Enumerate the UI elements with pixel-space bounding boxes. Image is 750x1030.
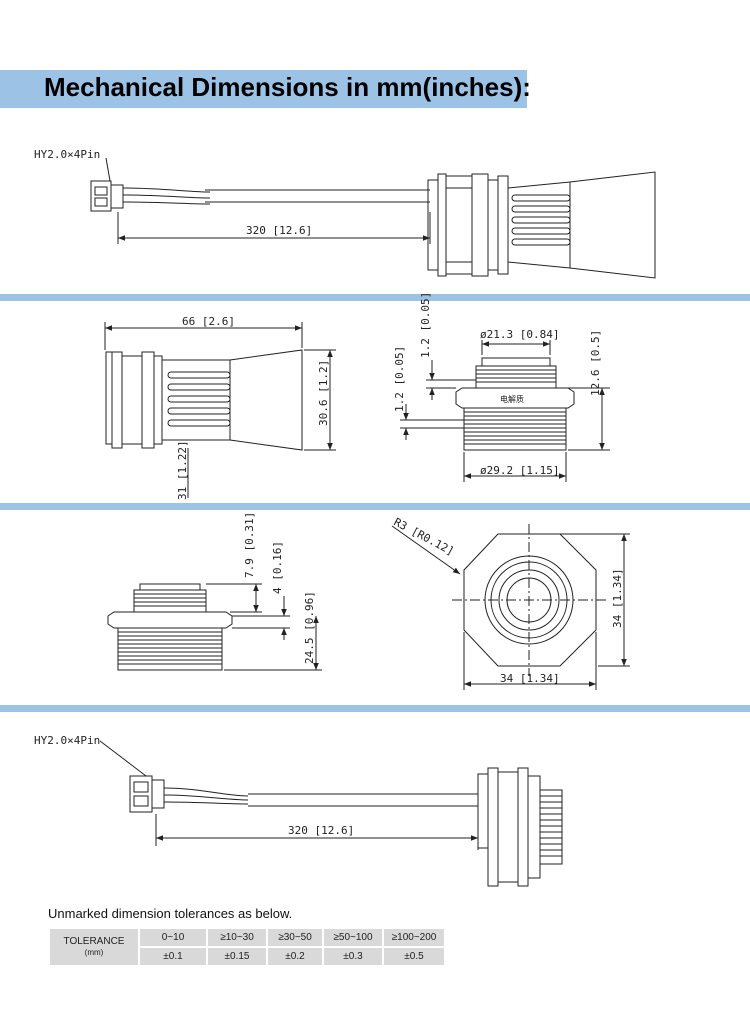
cable-length-label: 320 [12.6] xyxy=(246,224,312,237)
bottom-diameter-label: ø29.2 [1.15] xyxy=(480,464,559,477)
diameter-label: 31 [1.22] xyxy=(176,440,189,500)
hex-width-label: 34 [1.34] xyxy=(500,672,560,685)
body-marking: 电解质 xyxy=(500,394,524,404)
side-view-drawing xyxy=(104,322,336,498)
tolerance-header: TOLERANCE (mm) xyxy=(50,929,138,965)
dimension-4-label: 4 [0.16] xyxy=(271,541,284,594)
value-cell: ±0.3 xyxy=(324,948,382,965)
range-cell: 0~10 xyxy=(140,929,206,946)
table-row: TOLERANCE (mm) 0~10 ≥10~30 ≥30~50 ≥50~10… xyxy=(50,929,444,965)
connector-label: HY2.0×4Pin xyxy=(34,148,100,161)
thread-view-drawing xyxy=(107,583,322,671)
connector-label: HY2.0×4Pin xyxy=(34,734,100,747)
tolerance-table: TOLERANCE (mm) 0~10 ≥10~30 ≥30~50 ≥50~10… xyxy=(48,927,446,967)
dimension-7-9-label: 7.9 [0.31] xyxy=(243,512,256,578)
cable-length-label: 320 [12.6] xyxy=(288,824,354,837)
front-section-drawing xyxy=(400,340,610,482)
section-divider xyxy=(0,294,750,301)
top-view-drawing xyxy=(90,157,656,279)
hex-height-label: 34 [1.34] xyxy=(611,568,624,628)
value-cell: ±0.5 xyxy=(384,948,444,965)
value-cell: ±0.15 xyxy=(208,948,266,965)
flange-height-label: 12.6 [0.5] xyxy=(589,330,602,396)
tolerance-note: Unmarked dimension tolerances as below. xyxy=(48,906,293,921)
title-bar xyxy=(0,70,527,108)
value-cell: ±0.2 xyxy=(268,948,322,965)
section-divider xyxy=(0,705,750,712)
thickness-label-1: 1.2 [0.05] xyxy=(419,292,432,358)
value-cell: ±0.1 xyxy=(140,948,206,965)
section-divider xyxy=(0,503,750,510)
thickness-label-2: 1.2 [0.05] xyxy=(393,346,406,412)
bottom-view-drawing xyxy=(99,740,563,887)
range-cell: ≥10~30 xyxy=(208,929,266,946)
height-label: 30.6 [1.2] xyxy=(317,360,330,426)
range-cell: ≥50~100 xyxy=(324,929,382,946)
table-row: ±0.1 ±0.15 ±0.2 ±0.3 ±0.5 xyxy=(50,948,444,965)
hex-view-drawing xyxy=(391,524,630,690)
page-title: Mechanical Dimensions in mm(inches): xyxy=(44,72,531,102)
top-diameter-label: ø21.3 [0.84] xyxy=(480,328,559,341)
range-cell: ≥100~200 xyxy=(384,929,444,946)
radius-label: R3 [R0.12] xyxy=(392,515,457,558)
range-cell: ≥30~50 xyxy=(268,929,322,946)
tolerance-unit: (mm) xyxy=(84,948,104,957)
length-label: 66 [2.6] xyxy=(182,315,235,328)
dimension-24-5-label: 24.5 [0.96] xyxy=(303,591,316,664)
